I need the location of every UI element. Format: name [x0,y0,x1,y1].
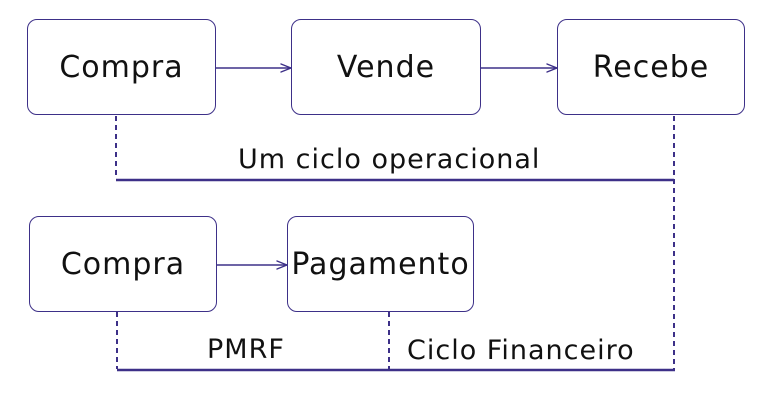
compra-box-top-label: Compra [59,49,184,85]
compra-box-bottom-label: Compra [60,246,186,282]
compra-box-bottom: Compra [29,216,217,312]
pagamento-box: Pagamento [287,216,474,312]
operating-cycle-label: Um ciclo operacional [238,144,541,175]
recebe-box-label: Recebe [592,49,710,85]
compra-box-top: Compra [27,19,216,115]
pagamento-box-label: Pagamento [291,246,470,282]
financial-cycle-label: Ciclo Financeiro [407,335,635,366]
vende-box-label: Vende [336,49,436,85]
pmrf-label: PMRF [207,334,285,365]
recebe-box: Recebe [557,19,745,115]
vende-box: Vende [291,19,481,115]
